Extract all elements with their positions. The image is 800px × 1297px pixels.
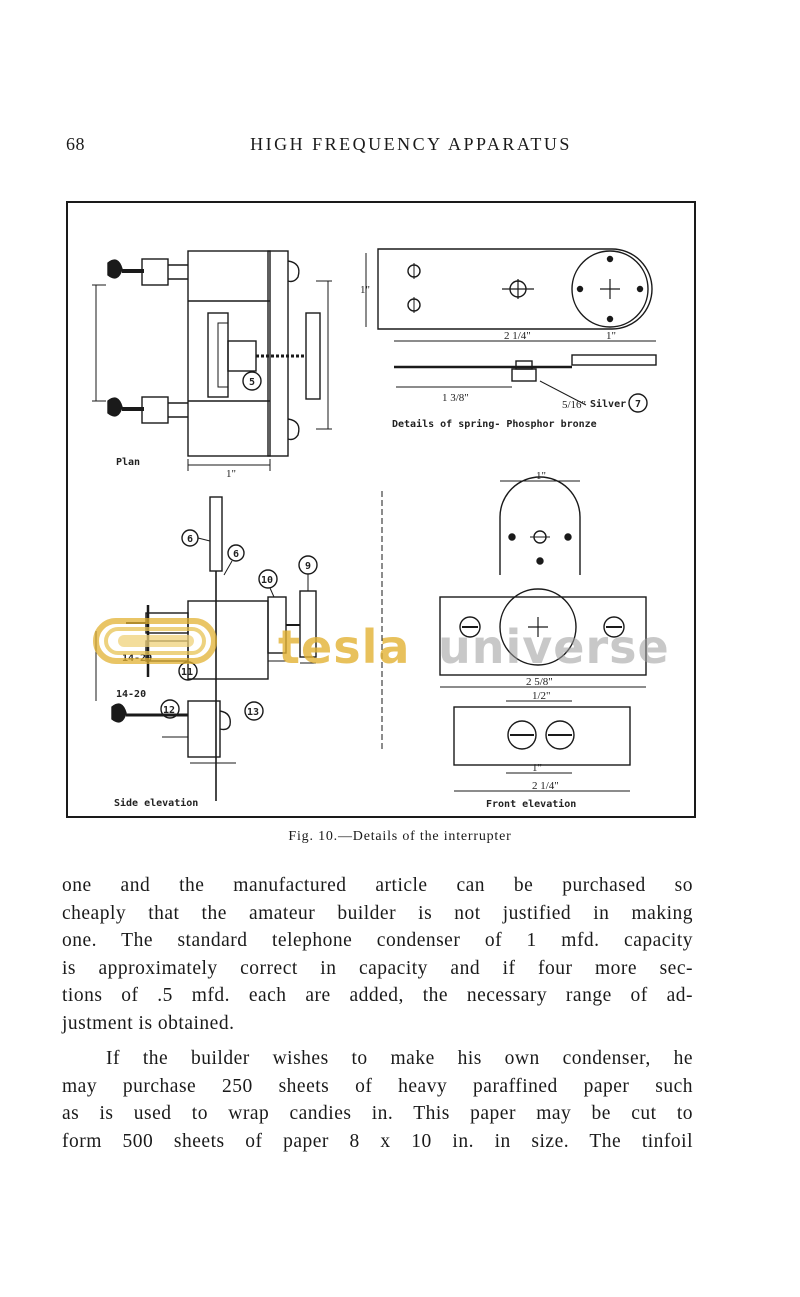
text-line: If the builder wishes to make his own co…	[106, 1048, 693, 1069]
dim-silver-disc: 5/16"	[562, 399, 586, 411]
part-number-11: 11	[181, 667, 193, 678]
dim-front-top: 1"	[536, 470, 546, 482]
body-text: one and the manufactured article can be …	[62, 872, 693, 1155]
label-silver: Silver	[590, 398, 626, 410]
text-line: justment is obtained.	[62, 1012, 235, 1034]
paragraph-1: one and the manufactured article can be …	[62, 872, 693, 1037]
part-number-6b: 6	[233, 549, 239, 560]
running-title: HIGH FREQUENCY APPARATUS	[250, 134, 572, 154]
text-line: tions of .5 mfd. each are added, the nec…	[62, 985, 693, 1006]
interrupter-figure: 1" 5 Plan 1" 2 1/4" 1" 1 3/8" 5/16"	[66, 201, 696, 818]
dim-plan-width: 1"	[226, 468, 236, 480]
text-line: one and the manufactured article can be …	[62, 875, 693, 896]
part-number-12: 12	[163, 705, 175, 716]
plan-view: 1" 5 Plan	[92, 250, 332, 480]
label-spring-details: Details of spring- Phosphor bronze	[392, 418, 597, 430]
part-number-13: 13	[247, 707, 259, 718]
dim-front-half: 1/2"	[532, 690, 551, 702]
dim-front-bottom: 2 1/4"	[532, 780, 559, 792]
watermark: tesla universe	[93, 618, 670, 674]
page-number: 68	[66, 134, 85, 154]
label-screw-b: 14-20	[116, 689, 146, 700]
text-line: form 500 sheets of paper 8 x 10 in. in s…	[62, 1130, 693, 1152]
dim-spring-length: 2 1/4"	[504, 330, 531, 342]
text-line: may purchase 250 sheets of heavy paraffi…	[62, 1075, 693, 1097]
figure-caption: Fig. 10.—Details of the interrupter	[288, 829, 512, 844]
front-elevation: 1" 2 5/8" 1/2" 1" 2 1/4" Front elevation	[381, 470, 647, 810]
text-line: cheaply that the amateur builder is not …	[62, 902, 693, 924]
text-line: is approximately correct in capacity and…	[62, 957, 693, 979]
watermark-left: tesla	[278, 620, 410, 674]
label-plan: Plan	[116, 457, 140, 468]
dim-spring-height: 1"	[360, 284, 370, 296]
coil-logo-icon	[93, 618, 217, 664]
dim-front-low: 1"	[532, 762, 542, 774]
paragraph-2: If the builder wishes to make his own co…	[62, 1045, 693, 1155]
part-number-6a: 6	[187, 534, 193, 545]
part-number-7: 7	[635, 399, 641, 410]
dim-spring-small: 1 3/8"	[442, 392, 469, 404]
part-number-10: 10	[261, 575, 273, 586]
part-number-9: 9	[305, 561, 311, 572]
label-front-elevation: Front elevation	[486, 798, 576, 810]
part-number-5: 5	[249, 377, 255, 388]
watermark-right: universe	[438, 620, 670, 674]
spring-detail: 1" 2 1/4" 1" 1 3/8" 5/16" Silver 7 Detai…	[360, 248, 657, 430]
text-line: as is used to wrap candies in. This pape…	[62, 1103, 693, 1124]
text-line: one. The standard telephone condenser of…	[62, 930, 693, 951]
dim-front-mid: 2 5/8"	[526, 676, 553, 688]
dim-spring-tip: 1"	[606, 330, 616, 342]
label-side-elevation: Side elevation	[114, 797, 198, 809]
